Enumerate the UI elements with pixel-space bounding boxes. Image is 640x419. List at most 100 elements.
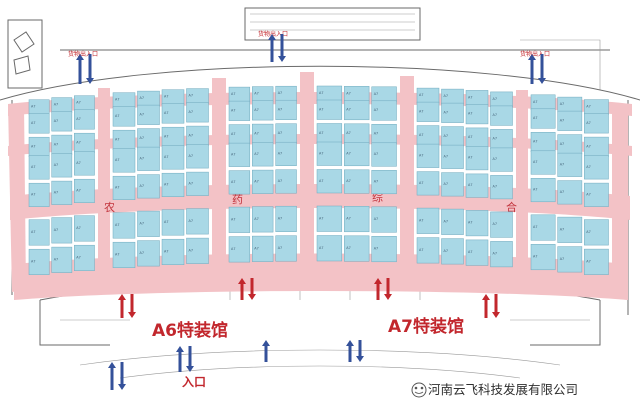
booth[interactable] xyxy=(490,147,513,172)
booth[interactable] xyxy=(530,178,556,203)
booth[interactable] xyxy=(186,144,209,169)
booth[interactable] xyxy=(252,169,274,194)
booth[interactable] xyxy=(161,172,185,197)
booth[interactable] xyxy=(441,144,464,169)
booth[interactable] xyxy=(112,241,136,268)
booth[interactable] xyxy=(275,169,297,194)
booth[interactable] xyxy=(51,246,73,273)
booth[interactable] xyxy=(51,111,73,132)
booth[interactable] xyxy=(584,182,609,207)
booth[interactable] xyxy=(28,248,50,275)
booth[interactable] xyxy=(28,113,50,134)
booth[interactable] xyxy=(112,212,136,239)
booth[interactable] xyxy=(416,143,440,168)
booth[interactable] xyxy=(416,207,440,234)
booth[interactable] xyxy=(416,101,440,122)
booth[interactable] xyxy=(316,235,343,262)
booth[interactable] xyxy=(28,219,50,246)
booth[interactable] xyxy=(74,109,95,130)
booth[interactable] xyxy=(137,174,160,199)
booth[interactable] xyxy=(112,175,136,200)
booth[interactable] xyxy=(137,146,160,171)
booth[interactable] xyxy=(316,99,343,120)
booth[interactable] xyxy=(557,246,583,273)
booth[interactable] xyxy=(557,152,583,177)
booth[interactable] xyxy=(51,217,73,244)
booth[interactable] xyxy=(584,219,609,246)
booth[interactable] xyxy=(28,182,50,207)
booth[interactable] xyxy=(74,244,95,271)
booth[interactable] xyxy=(371,236,397,263)
booth[interactable] xyxy=(228,100,251,121)
booth[interactable] xyxy=(186,208,209,235)
booth[interactable] xyxy=(74,178,95,203)
booth[interactable] xyxy=(465,210,489,237)
booth[interactable] xyxy=(344,206,370,233)
booth[interactable] xyxy=(490,175,513,200)
booth[interactable] xyxy=(275,99,297,120)
booth[interactable] xyxy=(137,104,160,125)
booth[interactable] xyxy=(51,180,73,205)
booth[interactable] xyxy=(465,146,489,171)
booth[interactable] xyxy=(228,170,251,195)
booth[interactable] xyxy=(584,248,609,275)
booth[interactable] xyxy=(530,244,556,271)
booth[interactable] xyxy=(490,105,513,126)
booth[interactable] xyxy=(186,102,209,123)
booth[interactable] xyxy=(228,206,251,233)
booth[interactable] xyxy=(161,103,185,124)
booth[interactable] xyxy=(557,216,583,243)
booth[interactable] xyxy=(112,148,136,173)
booth[interactable] xyxy=(371,100,397,121)
booth[interactable] xyxy=(371,142,397,167)
booth[interactable] xyxy=(74,215,95,242)
booth[interactable] xyxy=(344,169,370,194)
booth[interactable] xyxy=(161,238,185,265)
booth[interactable] xyxy=(465,173,489,198)
booth[interactable] xyxy=(344,142,370,167)
booth[interactable] xyxy=(252,142,274,167)
booth[interactable] xyxy=(584,155,609,180)
booth[interactable] xyxy=(275,205,297,232)
booth[interactable] xyxy=(252,206,274,233)
booth[interactable] xyxy=(441,238,464,265)
booth[interactable] xyxy=(441,102,464,123)
booth[interactable] xyxy=(530,108,556,129)
booth[interactable] xyxy=(316,141,343,166)
booth[interactable] xyxy=(371,206,397,233)
booth[interactable] xyxy=(557,110,583,131)
booth[interactable] xyxy=(465,239,489,266)
booth[interactable] xyxy=(490,211,513,238)
booth[interactable] xyxy=(344,100,370,121)
booth[interactable] xyxy=(316,169,343,194)
booth[interactable] xyxy=(74,151,95,176)
booth[interactable] xyxy=(161,209,185,236)
booth[interactable] xyxy=(275,141,297,166)
booth[interactable] xyxy=(490,241,513,268)
booth[interactable] xyxy=(275,235,297,262)
booth[interactable] xyxy=(228,142,251,167)
booth[interactable] xyxy=(371,170,397,195)
booth[interactable] xyxy=(137,240,160,267)
booth[interactable] xyxy=(28,155,50,180)
booth[interactable] xyxy=(530,150,556,175)
booth[interactable] xyxy=(186,171,209,196)
booth[interactable] xyxy=(137,210,160,237)
booth[interactable] xyxy=(161,145,185,170)
booth[interactable] xyxy=(316,205,343,232)
booth[interactable] xyxy=(252,235,274,262)
booth[interactable] xyxy=(416,171,440,196)
booth[interactable] xyxy=(441,172,464,197)
booth[interactable] xyxy=(584,113,609,134)
booth[interactable] xyxy=(252,100,274,121)
booth[interactable] xyxy=(186,237,209,264)
booth[interactable] xyxy=(112,106,136,127)
booth[interactable] xyxy=(465,104,489,125)
booth[interactable] xyxy=(557,180,583,205)
booth[interactable] xyxy=(441,208,464,235)
booth[interactable] xyxy=(228,236,251,263)
booth[interactable] xyxy=(51,153,73,178)
booth[interactable] xyxy=(530,214,556,241)
booth[interactable] xyxy=(416,237,440,264)
booth[interactable] xyxy=(344,235,370,262)
